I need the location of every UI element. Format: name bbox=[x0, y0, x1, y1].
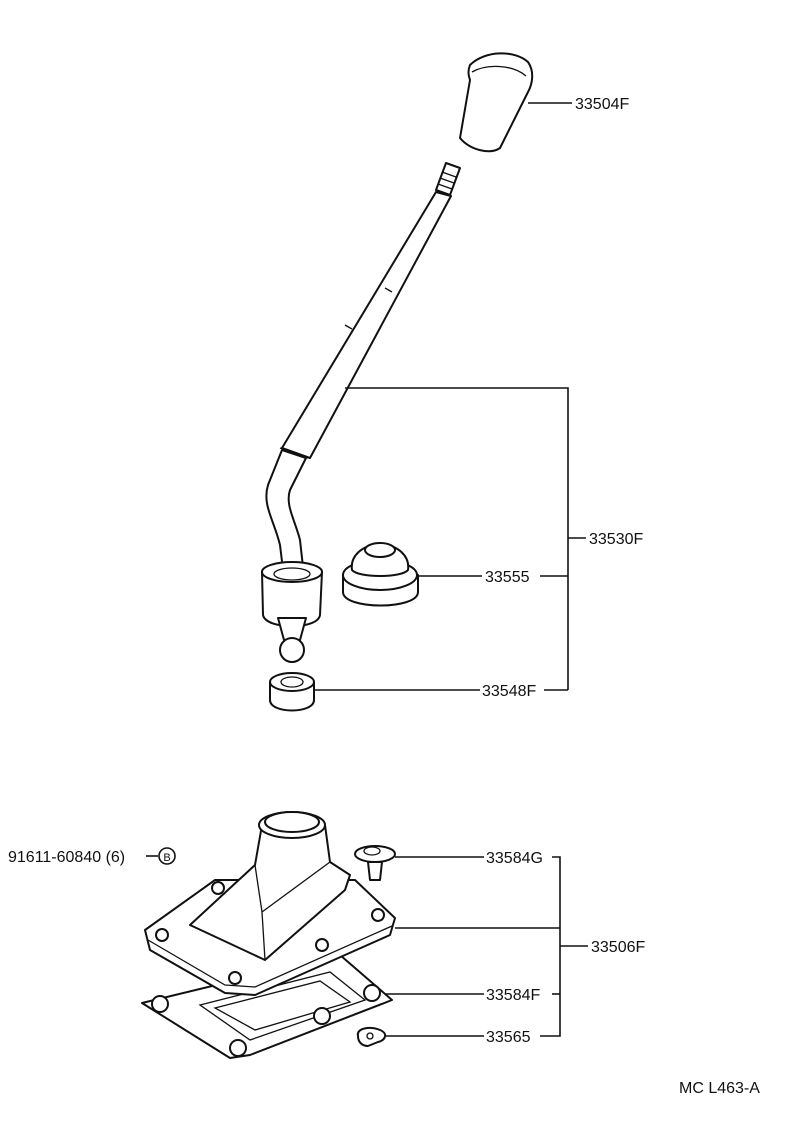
label-bolt-ref: 91611-60840 (6) bbox=[8, 849, 125, 866]
label-bushing: 33548F bbox=[482, 683, 536, 700]
label-clip: 33565 bbox=[486, 1029, 531, 1046]
boot-seat bbox=[342, 542, 419, 607]
shift-lever bbox=[261, 162, 461, 663]
label-retainer-bolt: 33584G bbox=[486, 850, 543, 867]
label-retainer-assy: 33506F bbox=[591, 939, 645, 956]
retainer-bolt-upper bbox=[354, 845, 396, 881]
label-plate-bolt: 33584F bbox=[486, 987, 540, 1004]
shift-retainer-housing bbox=[141, 811, 396, 1059]
label-knob: 33504F bbox=[575, 96, 629, 113]
label-boot-seat: 33555 bbox=[485, 569, 530, 586]
bolt-mark-letter: B bbox=[163, 852, 170, 864]
bracket-retainer-assy bbox=[540, 856, 561, 1037]
figure-code: MC L463-A bbox=[679, 1080, 760, 1097]
shift-knob bbox=[459, 52, 534, 153]
clip bbox=[356, 1027, 386, 1047]
bushing bbox=[269, 672, 315, 712]
bolt-mark-circle bbox=[158, 847, 176, 865]
bracket-lever-assy bbox=[345, 387, 569, 690]
label-lever-assy: 33530F bbox=[589, 531, 643, 548]
